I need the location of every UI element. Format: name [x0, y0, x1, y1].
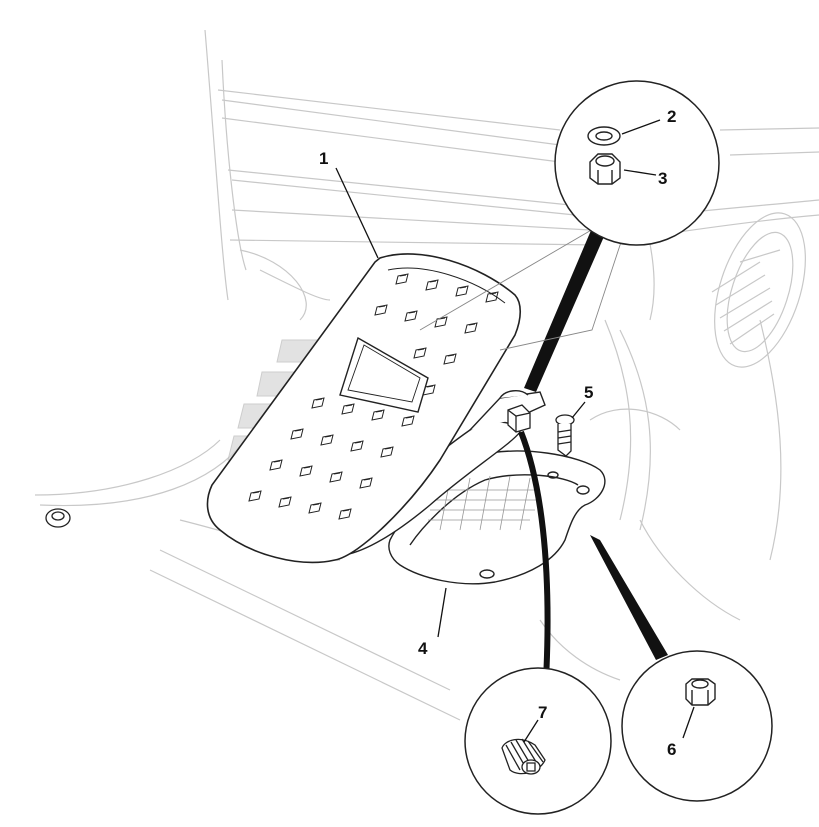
callout-4: 4	[418, 639, 428, 658]
pedal-grip-square	[320, 434, 334, 446]
pedal-grip-square	[404, 310, 418, 322]
pedal-grip-square	[425, 279, 439, 291]
pedal-grip-square	[359, 477, 373, 489]
callout-6: 6	[667, 740, 676, 759]
pedal-grip-square	[278, 496, 292, 508]
pedal-grip-square	[413, 347, 427, 359]
detail-circle-bottom	[464, 667, 612, 815]
pedal-icon	[206, 253, 522, 564]
floor-bolt	[45, 508, 71, 528]
detail-leaders	[524, 228, 668, 660]
pedal-grip-square	[299, 465, 313, 477]
callout-1: 1	[319, 149, 328, 168]
pedal-grip-square	[269, 459, 283, 471]
pedal-grip-square	[374, 304, 388, 316]
pedal-grip-square	[380, 446, 394, 458]
callout-7: 7	[538, 703, 547, 722]
detail-leader-7	[518, 430, 551, 681]
detail-circle-top	[554, 80, 720, 246]
washer-icon	[587, 126, 621, 146]
detail-circle-right	[621, 650, 773, 802]
pedal-grip-square	[401, 415, 415, 427]
nut-icon	[589, 153, 621, 185]
callout-2: 2	[667, 107, 676, 126]
pedal-grip-square	[350, 440, 364, 452]
callout-leaders	[335, 119, 695, 743]
bolt-icon	[555, 414, 575, 457]
nut-icon	[685, 678, 716, 706]
set-screw-icon	[501, 738, 546, 775]
pedal-grip-square	[485, 291, 499, 303]
pedal-grip-square	[395, 273, 409, 285]
pedal-grip-square	[311, 397, 325, 409]
pedal-grip-square	[248, 490, 262, 502]
pedal-grip-square	[371, 409, 385, 421]
pedal-grip-pattern	[248, 273, 499, 520]
pedal-grip-square	[329, 471, 343, 483]
callout-labels: 1 2 3 4 5 6 7	[319, 107, 676, 759]
pedal-grip-square	[290, 428, 304, 440]
callout-5: 5	[584, 383, 593, 402]
pedal-grip-square	[464, 322, 478, 334]
pedal-grip-square	[455, 285, 469, 297]
pedal-grip-square	[341, 403, 355, 415]
callout-3: 3	[658, 169, 667, 188]
pedal-grip-square	[338, 508, 352, 520]
pedal-grip-square	[308, 502, 322, 514]
speaker-grille	[711, 212, 806, 368]
pedal-nut	[507, 404, 531, 433]
pedal-grip-square	[443, 353, 457, 365]
